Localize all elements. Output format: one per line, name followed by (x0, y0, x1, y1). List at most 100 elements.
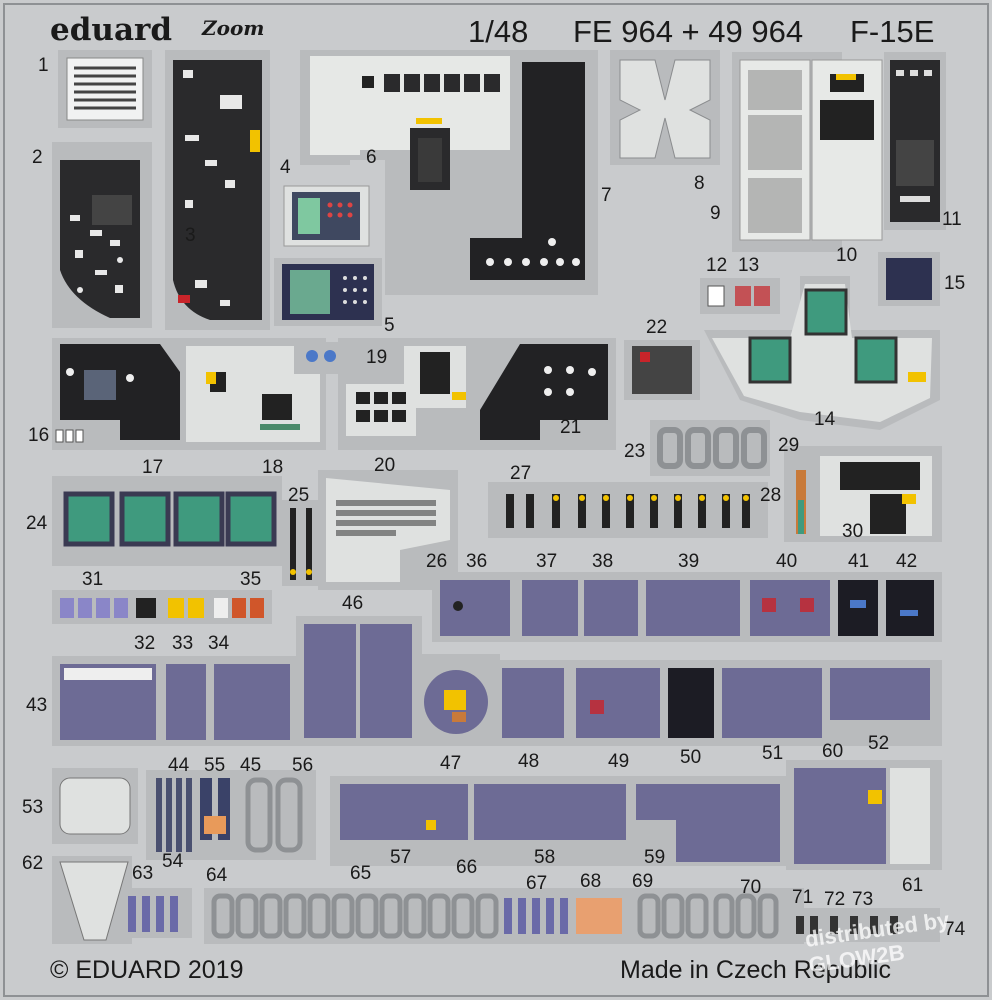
part-number: 53 (22, 797, 44, 818)
part-number: 22 (646, 317, 668, 338)
part-number: 3 (185, 225, 196, 246)
part-number: 16 (28, 425, 50, 446)
set-code: FE 964 + 49 964 (573, 14, 804, 49)
part-14-front-panel (704, 276, 940, 430)
part-number: 4 (280, 157, 291, 178)
part-number: 27 (510, 463, 532, 484)
origin-label: Made in Czech Republic (620, 956, 891, 984)
part-31-35-small (52, 590, 272, 624)
part-number: 39 (678, 551, 700, 572)
part-6-7-main-panel (300, 50, 598, 295)
part-20-panel (338, 338, 480, 450)
part-number: 21 (560, 417, 582, 438)
part-number: 46 (342, 593, 364, 614)
part-number: 70 (740, 877, 762, 898)
part-number: 13 (738, 255, 760, 276)
part-number: 64 (206, 865, 228, 886)
part-number: 48 (518, 751, 540, 772)
part-number: 51 (762, 743, 784, 764)
zoom-logo: Zoom (202, 16, 265, 40)
part-number: 1 (38, 55, 49, 76)
part-22-panel (624, 340, 700, 400)
part-53-part (52, 768, 138, 844)
part-number: 72 (824, 889, 846, 910)
part-9-10-panel (732, 52, 883, 252)
part-16-small (52, 424, 86, 448)
part-number: 33 (172, 633, 194, 654)
part-71-74-small (790, 908, 940, 942)
part-27-28-handles (488, 482, 768, 538)
part-47-round (420, 654, 500, 746)
part-number: 36 (466, 551, 488, 572)
part-number: 58 (534, 847, 556, 868)
part-number: 28 (760, 485, 782, 506)
part-number: 40 (776, 551, 798, 572)
part-number: 20 (374, 455, 396, 476)
part-number: 60 (822, 741, 844, 762)
part-number: 12 (706, 255, 728, 276)
part-24-mfds (52, 476, 282, 566)
part-number: 32 (134, 633, 156, 654)
part-number: 25 (288, 485, 310, 506)
part-48-52-panels (494, 660, 942, 746)
part-18-panel (180, 338, 326, 450)
part-3-side-console (165, 50, 270, 330)
part-number: 26 (426, 551, 448, 572)
part-5-panel (274, 258, 382, 326)
part-number: 38 (592, 551, 614, 572)
part-number: 6 (366, 147, 377, 168)
part-62-63-parts (52, 856, 192, 944)
part-number: 67 (526, 873, 548, 894)
part-number: 5 (384, 315, 395, 336)
part-8-part (610, 50, 720, 165)
part-54-56-parts (146, 770, 316, 860)
part-46-panel (296, 616, 422, 746)
part-number: 49 (608, 751, 630, 772)
part-number: 15 (944, 273, 966, 294)
part-number: 14 (814, 409, 836, 430)
part-2-side-console (52, 142, 152, 328)
part-number: 62 (22, 853, 44, 874)
part-number: 73 (852, 889, 874, 910)
part-number: 24 (26, 513, 48, 534)
part-26-panel (318, 470, 458, 590)
part-29-30-panel (784, 446, 942, 542)
part-number: 19 (366, 347, 388, 368)
part-57-59-panels (330, 776, 790, 866)
part-number: 54 (162, 851, 184, 872)
part-number: 43 (26, 695, 48, 716)
part-1-grille (58, 50, 152, 128)
part-number: 52 (868, 733, 890, 754)
copyright: © EDUARD 2019 (50, 956, 244, 984)
part-number: 59 (644, 847, 666, 868)
part-number: 10 (836, 245, 858, 266)
part-4-panel (283, 185, 370, 247)
part-number: 31 (82, 569, 104, 590)
part-number: 47 (440, 753, 462, 774)
part-number: 66 (456, 857, 478, 878)
part-number: 61 (902, 875, 924, 896)
part-number: 63 (132, 863, 154, 884)
part-23-frames (650, 420, 770, 476)
part-number: 71 (792, 887, 814, 908)
part-number: 17 (142, 457, 164, 478)
part-number: 42 (896, 551, 918, 572)
part-number: 45 (240, 755, 262, 776)
part-number: 8 (694, 173, 705, 194)
part-number: 23 (624, 441, 646, 462)
part-number: 34 (208, 633, 230, 654)
part-number: 57 (390, 847, 412, 868)
part-43-45-panels (52, 656, 296, 746)
aircraft-name: F-15E (850, 14, 935, 49)
part-12-13-small (700, 278, 780, 314)
part-number: 30 (842, 521, 864, 542)
part-number: 44 (168, 755, 190, 776)
eduard-logo: eduard (50, 12, 173, 48)
part-number: 18 (262, 457, 284, 478)
part-number: 9 (710, 203, 721, 224)
part-number: 41 (848, 551, 870, 572)
part-number: 50 (680, 747, 702, 768)
part-number: 7 (601, 185, 612, 206)
part-number: 65 (350, 863, 372, 884)
